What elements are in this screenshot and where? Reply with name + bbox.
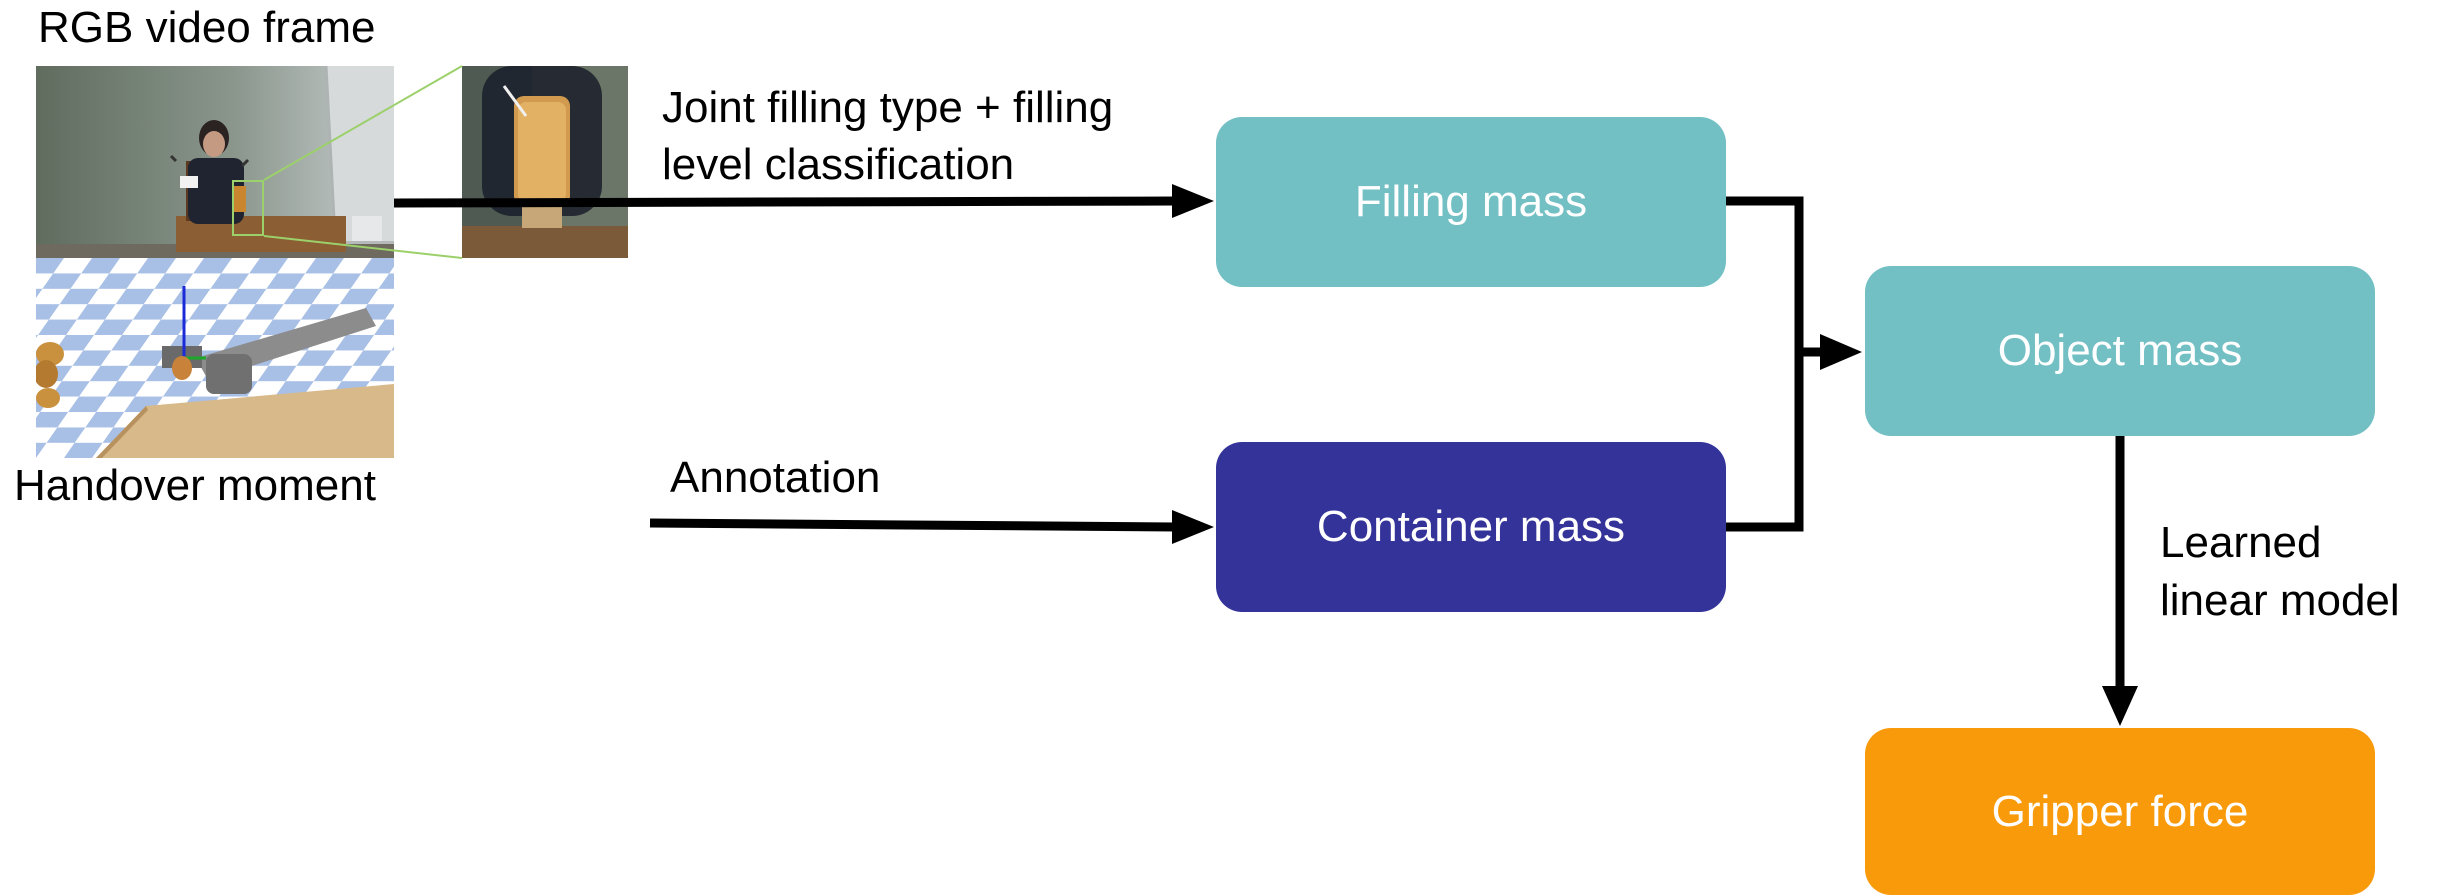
zoom-line-bottom (263, 235, 463, 259)
annotation-label: Annotation (670, 453, 881, 502)
merge-connector (1726, 196, 1862, 532)
classification-label-line1: Joint filling type + filling (662, 83, 1114, 132)
classification-label-line2: level classification (662, 140, 1015, 189)
handover-moment-label: Handover moment (14, 461, 376, 510)
zoom-region-marker (232, 180, 264, 236)
learned-model-label-line2: linear model (2160, 576, 2400, 625)
zoomed-container-crop (462, 66, 628, 258)
annotation-arrow (649, 510, 1214, 544)
gripper-force-box: Gripper force (1865, 728, 2375, 895)
learned-model-arrow (2102, 436, 2138, 726)
container-mass-box: Container mass (1216, 442, 1726, 612)
object-mass-box: Object mass (1865, 266, 2375, 436)
zoom-line-top (263, 65, 463, 181)
learned-model-label-line1: Learned (2160, 518, 2322, 567)
simulation-handover-image (36, 258, 394, 458)
rgb-video-frame-image (36, 66, 394, 258)
filling-mass-box: Filling mass (1216, 117, 1726, 287)
classification-arrow (393, 184, 1214, 218)
rgb-video-frame-label: RGB video frame (38, 3, 376, 52)
